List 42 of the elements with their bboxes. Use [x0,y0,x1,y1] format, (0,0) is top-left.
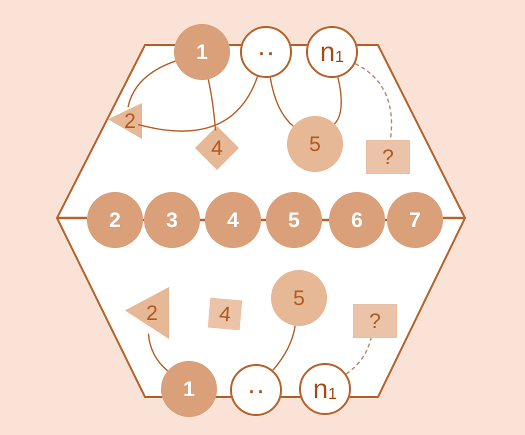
hexagon-frame [57,45,465,397]
connector-line [346,338,372,375]
connector-line [334,77,342,124]
node-label: 2 [146,302,158,324]
connector-line [354,63,392,140]
node-label: 1 [183,378,195,400]
connector-line [272,326,296,371]
node-label: 7 [409,210,421,230]
diamond-shape [195,126,239,170]
square-shape [353,304,397,338]
node-label: 2 [109,210,121,230]
triangle-shape [108,103,142,139]
node-label: ? [369,310,381,332]
square-shape [366,140,410,174]
connector-line [322,218,329,222]
connector-line [200,218,205,222]
node-label: 6 [351,210,363,230]
node-label: 4 [227,210,239,230]
node-label: ·· [247,376,265,404]
outlined-circle [230,364,282,416]
node-label: 2 [124,110,136,132]
connector-line [143,218,144,222]
node-label: 4 [211,138,223,158]
connector-line [270,78,294,127]
connector-line [138,76,258,132]
connector-line [261,218,266,222]
node-label: 5 [309,134,321,154]
node-label: 4 [218,303,232,325]
outlined-circle [299,363,351,415]
connector-line [208,79,216,131]
node-label: 5 [288,210,300,230]
connector-line [127,60,176,108]
outlined-circle [306,26,358,78]
node-label: ? [382,146,394,168]
connector-line [385,218,387,222]
node-label: 3 [166,210,178,230]
node-label: 1 [196,42,208,62]
node-label: 5 [293,288,305,308]
triangle-shape [125,287,169,339]
node-label: ·· [257,38,275,66]
connector-line [148,334,168,372]
outlined-circle [240,26,292,78]
